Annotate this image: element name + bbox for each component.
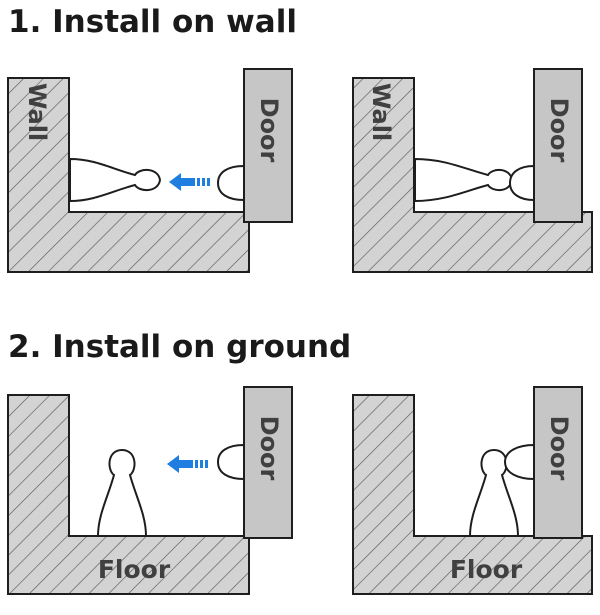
- blue-arrow-left-icon: [169, 173, 210, 191]
- wall-install-after-panel: Wall Door: [300, 62, 600, 292]
- door-catch-icon: [216, 443, 245, 481]
- door-catch-icon: [216, 164, 245, 202]
- door-catch-icon: [508, 164, 535, 202]
- wall-stopper-icon: [69, 157, 162, 203]
- section-title-wall: 1. Install on wall: [8, 4, 297, 40]
- wall-install-before-panel: Wall Door: [0, 62, 300, 292]
- ground-install-before-diagram: Floor Door: [7, 386, 293, 595]
- wall-surface: [352, 77, 593, 273]
- section-title-ground: 2. Install on ground: [8, 329, 352, 365]
- door-label: Door: [545, 416, 573, 481]
- floor-stopper-icon: [468, 448, 520, 537]
- wall-stopper-icon: [414, 157, 514, 203]
- wall-label: Wall: [367, 83, 395, 141]
- floor-stopper-icon: [96, 448, 148, 537]
- floor-label: Floor: [450, 555, 523, 584]
- door: [533, 386, 583, 539]
- blue-arrow-left-icon: [167, 455, 208, 473]
- floor-label: Floor: [98, 555, 171, 584]
- door: [243, 68, 293, 223]
- wall-install-after-diagram: Wall Door: [352, 68, 593, 273]
- door-label: Door: [255, 416, 283, 481]
- door: [243, 386, 293, 539]
- door: [533, 68, 583, 223]
- door-label: Door: [545, 98, 573, 163]
- wall-install-before-diagram: Wall Door: [7, 68, 293, 273]
- wall-label: Wall: [23, 83, 51, 141]
- door-catch-icon: [503, 443, 535, 481]
- floor-surface: [352, 394, 593, 595]
- ground-install-before-panel: Floor Door: [0, 385, 300, 615]
- door-label: Door: [255, 98, 283, 163]
- ground-install-after-panel: Floor Door: [300, 385, 600, 615]
- ground-install-after-diagram: Floor Door: [352, 386, 593, 595]
